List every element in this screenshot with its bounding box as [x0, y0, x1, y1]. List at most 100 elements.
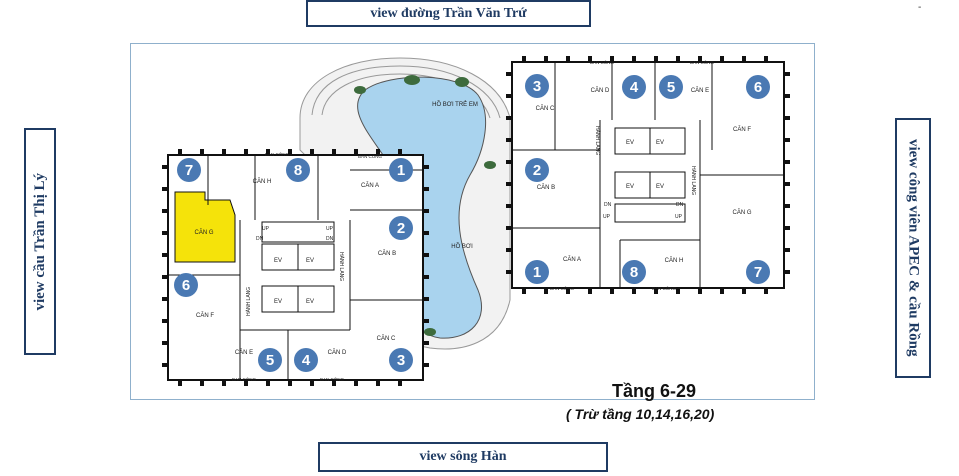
column-tick [398, 380, 402, 386]
column-tick [423, 275, 429, 279]
column-tick [506, 226, 512, 230]
unit-name: CĂN F [733, 126, 751, 133]
svg-text:4: 4 [302, 352, 311, 369]
svg-text:8: 8 [294, 162, 302, 179]
unit-name: CĂN A [361, 182, 379, 189]
column-tick [676, 288, 680, 294]
column-tick [588, 56, 592, 62]
column-tick [784, 182, 790, 186]
column-tick [544, 288, 548, 294]
column-tick [423, 363, 429, 367]
elevator-label: EV [626, 140, 634, 146]
unit-g-highlight [174, 191, 236, 263]
column-tick [222, 380, 226, 386]
unit-name: CĂN H [665, 257, 684, 264]
balcony-label: BAN CÔNG [358, 153, 383, 159]
view-top-text: view đường Trần Văn Trứ [370, 5, 527, 21]
column-tick [162, 165, 168, 169]
column-tick [506, 116, 512, 120]
left-tower-walls [168, 155, 423, 380]
view-label-right: view công viên APEC & cầu Rồng [895, 118, 931, 378]
balcony-label: BAN CÔNG [232, 376, 257, 382]
kids-pool-label: HỒ BƠI TRẺ EM [432, 101, 478, 108]
elevator-label: EV [656, 184, 664, 190]
svg-text:2: 2 [397, 220, 405, 237]
tree-icon [455, 77, 469, 87]
column-tick [506, 248, 512, 252]
column-tick [764, 288, 768, 294]
column-tick [310, 149, 314, 155]
left-tower: BAN CÔNG BAN CÔNG BAN CÔNG BAN CÔNG EV E… [167, 151, 424, 382]
tree-icon [354, 86, 366, 94]
column-tick [162, 231, 168, 235]
column-tick [784, 248, 790, 252]
unit-name: CĂN A [563, 256, 581, 263]
elevator-label: EV [306, 258, 314, 264]
column-tick [720, 56, 724, 62]
stair-down-label: DN [604, 202, 612, 208]
unit-name: CĂN D [328, 349, 347, 356]
unit-badge: 5 [258, 348, 282, 372]
column-tick [784, 160, 790, 164]
column-tick [162, 187, 168, 191]
column-tick [423, 253, 429, 257]
tree-icon [424, 328, 436, 336]
column-tick [784, 138, 790, 142]
column-tick [588, 288, 592, 294]
column-tick [506, 182, 512, 186]
svg-text:5: 5 [266, 352, 274, 369]
column-tick [654, 56, 658, 62]
floor-subtitle: ( Trừ tầng 10,14,16,20) [566, 406, 715, 422]
column-tick [244, 149, 248, 155]
svg-text:1: 1 [533, 264, 541, 281]
stair-up-label: UP [675, 214, 683, 220]
column-tick [423, 165, 429, 169]
view-label-bottom: view sông Hàn [318, 442, 608, 472]
column-tick [506, 160, 512, 164]
column-tick [423, 209, 429, 213]
svg-text:5: 5 [667, 79, 675, 96]
column-tick [506, 270, 512, 274]
stair-down-label: DN [256, 236, 264, 242]
column-tick [654, 288, 658, 294]
svg-text:2: 2 [533, 162, 541, 179]
unit-badge: 4 [622, 75, 646, 99]
column-tick [423, 297, 429, 301]
column-tick [784, 226, 790, 230]
column-tick [423, 187, 429, 191]
column-tick [244, 380, 248, 386]
main-pool-label: HỒ BƠI [451, 243, 473, 250]
column-tick [720, 288, 724, 294]
unit-badge: 1 [389, 158, 413, 182]
svg-text:6: 6 [754, 79, 762, 96]
column-tick [610, 56, 614, 62]
unit-badge: 3 [525, 74, 549, 98]
unit-name: CĂN C [536, 105, 555, 112]
column-tick [506, 138, 512, 142]
unit-badge: 8 [286, 158, 310, 182]
column-tick [764, 56, 768, 62]
balcony-label: BAN CÔNG [320, 376, 345, 382]
elevator-label: EV [306, 299, 314, 305]
column-tick [288, 149, 292, 155]
unit-name: CĂN F [196, 312, 214, 319]
column-tick [354, 149, 358, 155]
column-tick [288, 380, 292, 386]
column-tick [784, 270, 790, 274]
column-tick [178, 380, 182, 386]
corridor-label: HÀNH LANG [594, 126, 601, 155]
svg-text:6: 6 [182, 277, 190, 294]
column-tick [784, 204, 790, 208]
column-tick [566, 288, 570, 294]
svg-text:1: 1 [397, 162, 405, 179]
column-tick [332, 380, 336, 386]
column-tick [610, 288, 614, 294]
unit-name: CĂN C [377, 335, 396, 342]
column-tick [522, 56, 526, 62]
column-tick [266, 380, 270, 386]
column-tick [162, 253, 168, 257]
column-tick [784, 72, 790, 76]
column-tick [506, 72, 512, 76]
corner-mark: - [918, 2, 922, 13]
svg-text:7: 7 [185, 162, 193, 179]
